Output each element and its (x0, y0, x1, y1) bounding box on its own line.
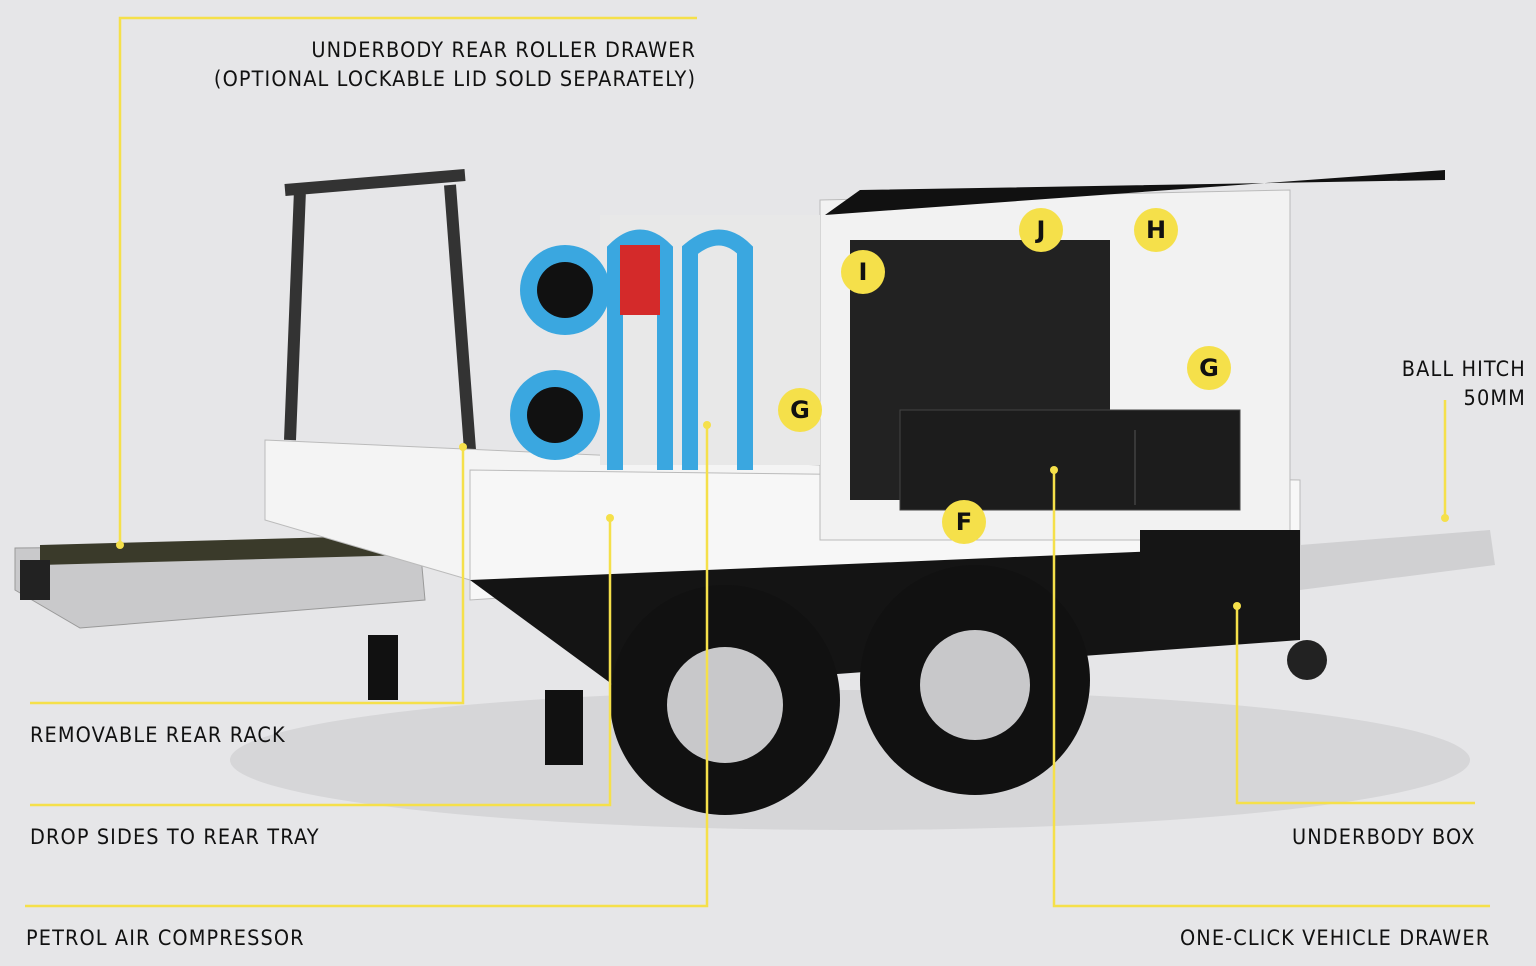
compressor-tank-end (537, 262, 593, 318)
compressor-tank-end (527, 387, 583, 443)
callout-dot (703, 421, 711, 429)
rear-rack (284, 169, 476, 451)
label-line: BALL HITCH (1401, 357, 1526, 381)
drawbar (1300, 530, 1495, 590)
callout-badge-i: I (841, 250, 885, 294)
label-line: UNDERBODY REAR ROLLER DRAWER (311, 38, 696, 62)
jockey-wheel (1287, 640, 1327, 680)
label-line: 50MM (1463, 386, 1526, 410)
mudflap (368, 635, 398, 700)
label-rear-rack: REMOVABLE REAR RACK (30, 723, 286, 747)
callout-lines (25, 16, 1490, 908)
callout-line-roller-drawer (118, 16, 697, 545)
callout-badge-h: H (1134, 208, 1178, 252)
underbody-box (1140, 530, 1300, 640)
label-vehicle-drawer: ONE-CLICK VEHICLE DRAWER (1179, 926, 1490, 950)
callout-badge-j: J (1019, 208, 1063, 252)
compressor-frame (607, 229, 753, 470)
callout-line-compressor (25, 425, 709, 908)
label-compressor: PETROL AIR COMPRESSOR (26, 926, 305, 950)
callout-dot (1441, 514, 1449, 522)
ground-shadow (230, 690, 1470, 830)
callout-line-underbody-box (1235, 606, 1475, 805)
canopy-lid (825, 170, 1445, 215)
callout-badge-g: G (778, 388, 822, 432)
callout-line-rear-rack (30, 447, 465, 705)
callout-dot (116, 541, 124, 549)
label-ball-hitch: BALL HITCH 50MM (1402, 355, 1526, 413)
wheel-rim (667, 647, 783, 763)
callout-badge-f: F (942, 500, 986, 544)
roller-drawer-rollers (40, 535, 410, 565)
callout-dot (1050, 466, 1058, 474)
callout-line-vehicle-drawer (1052, 470, 1490, 908)
label-line: (OPTIONAL LOCKABLE LID SOLD SEPARATELY) (213, 67, 696, 91)
label-roller-drawer: UNDERBODY REAR ROLLER DRAWER (OPTIONAL L… (214, 36, 696, 94)
callout-dot (606, 514, 614, 522)
mudflap (545, 690, 583, 765)
wheel-rim (920, 630, 1030, 740)
compressor-engine (620, 245, 660, 315)
label-underbody-box: UNDERBODY BOX (1291, 825, 1475, 849)
vehicle-drawer (899, 409, 1241, 511)
callout-dot (1233, 602, 1241, 610)
callout-badge-g: G (1187, 346, 1231, 390)
roller-drawer-badge (20, 560, 50, 600)
callout-dots (116, 421, 1449, 610)
callout-dot (459, 443, 467, 451)
label-drop-sides: DROP SIDES TO REAR TRAY (30, 825, 320, 849)
callout-line-drop-sides (30, 518, 612, 807)
